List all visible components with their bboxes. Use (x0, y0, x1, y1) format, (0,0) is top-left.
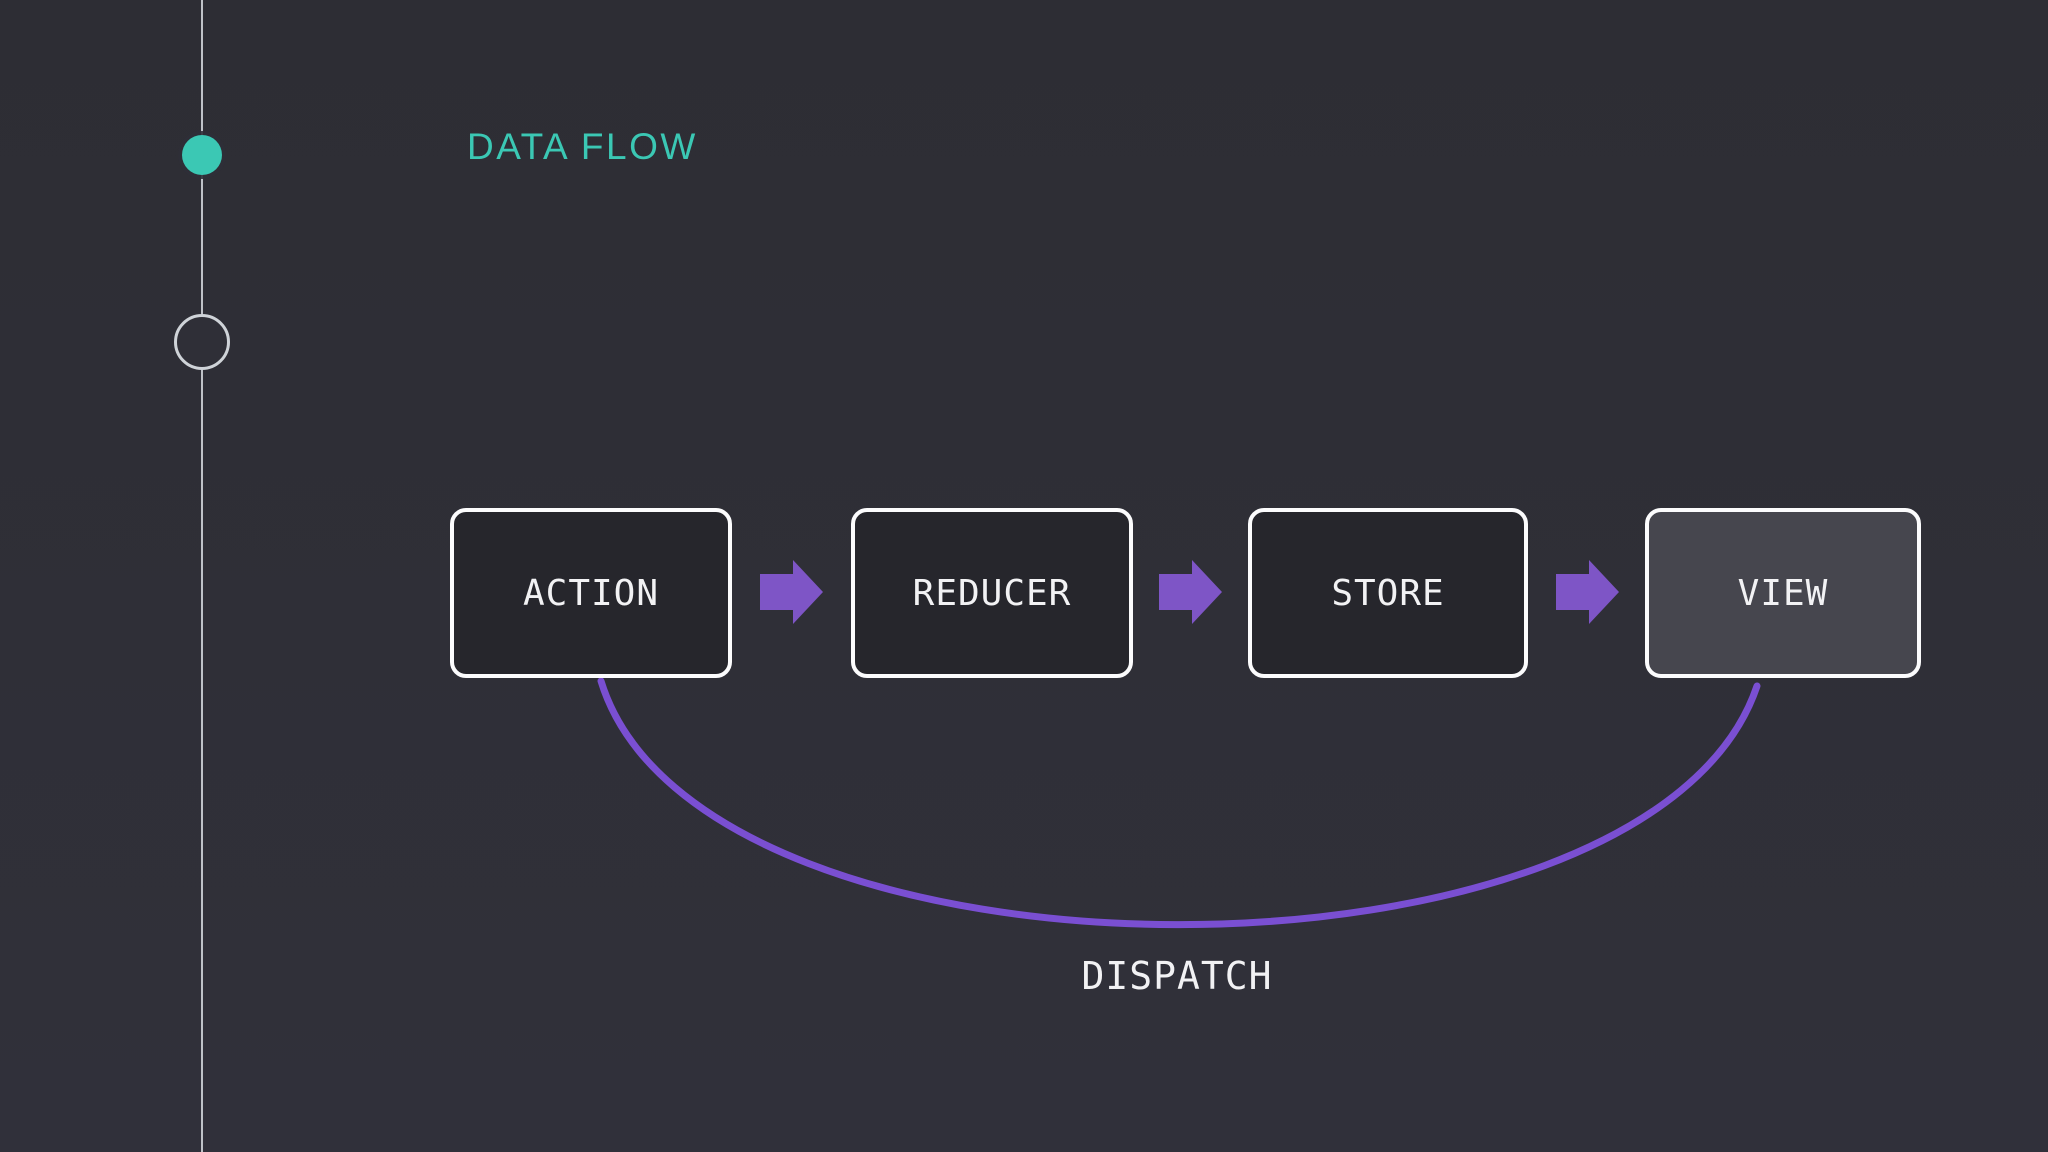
node-action-label: ACTION (522, 572, 660, 614)
flow-arrow-icon (1159, 560, 1222, 624)
node-reducer: REDUCER (851, 508, 1133, 678)
section-title: DATA FLOW (467, 126, 698, 167)
node-store: STORE (1248, 508, 1528, 678)
node-view: VIEW (1645, 508, 1921, 678)
flow-arrow-icon (1556, 560, 1619, 624)
node-view-label: VIEW (1737, 572, 1829, 614)
node-store-label: STORE (1331, 572, 1445, 614)
timeline-line (201, 0, 203, 1152)
node-action: ACTION (450, 508, 732, 678)
timeline-filled-dot-icon (182, 135, 222, 175)
flow-arrow-icon (760, 560, 823, 624)
dispatch-label: DISPATCH (1081, 954, 1273, 998)
node-reducer-label: REDUCER (912, 572, 1072, 614)
timeline-outline-circle-icon (174, 314, 230, 370)
